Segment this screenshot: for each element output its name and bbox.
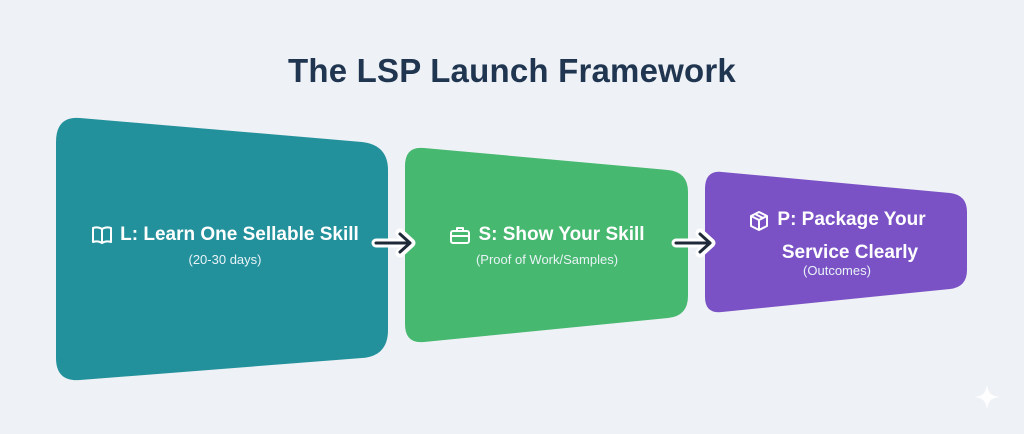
sparkle-icon (972, 382, 1002, 417)
step-l-subtitle: (20-30 days) (188, 252, 262, 267)
briefcase-icon (449, 225, 471, 253)
diagram-title: The LSP Launch Framework (288, 52, 736, 89)
step-p-label: P: Package Your Service Clearly (712, 207, 962, 266)
step-l-label: L: Learn One Sellable Skill (70, 222, 380, 253)
arrow-s-to-p (670, 228, 720, 263)
step-p-title-line2: Service Clearly (781, 242, 919, 263)
box-icon (748, 210, 770, 240)
step-l-shape (56, 117, 388, 381)
book-icon (91, 225, 113, 253)
step-s-shape (405, 147, 688, 343)
step-p-shape (705, 171, 967, 313)
step-p-title-line1: P: Package Your (777, 209, 926, 230)
step-p-subtitle: (Outcomes) (803, 263, 871, 278)
step-l-title: L: Learn One Sellable Skill (120, 224, 359, 245)
step-s-label: S: Show Your Skill (412, 222, 682, 253)
arrow-l-to-s (370, 228, 420, 263)
step-s-subtitle: (Proof of Work/Samples) (475, 252, 619, 267)
step-s-title: S: Show Your Skill (478, 224, 645, 245)
